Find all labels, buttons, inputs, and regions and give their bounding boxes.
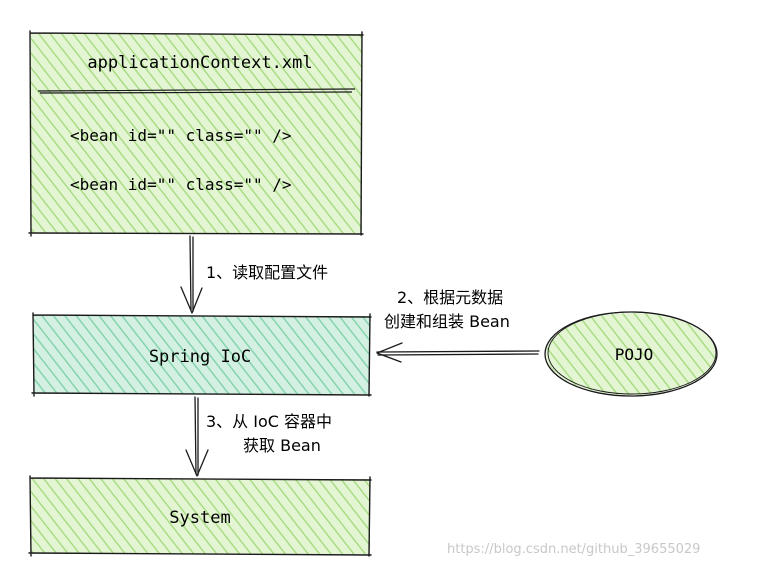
assemble-label-line-1: 2、根据元数据	[397, 288, 503, 307]
read-config-label: 1、读取配置文件	[206, 263, 328, 282]
config-file-box: applicationContext.xml <bean id="" class…	[28, 30, 364, 237]
config-divider	[37, 88, 356, 94]
config-file-title: applicationContext.xml	[87, 53, 312, 73]
spring-ioc-box: Spring IoC	[31, 312, 372, 397]
assemble-arrow	[376, 342, 540, 363]
watermark-text: https://blog.csdn.net/github_39655029	[447, 542, 700, 557]
bean-definition-line-2: <bean id="" class="" />	[70, 175, 292, 194]
get-bean-label-line-1: 3、从 IoC 容器中	[206, 412, 332, 431]
get-bean-label-line-2: 获取 Bean	[243, 436, 321, 455]
pojo-label: POJO	[615, 345, 654, 364]
get-bean-arrow	[185, 396, 209, 477]
system-box: System	[28, 475, 372, 557]
bean-definition-line-1: <bean id="" class="" />	[70, 126, 292, 145]
spring-ioc-label: Spring IoC	[149, 347, 251, 367]
assemble-label-line-2: 创建和组装 Bean	[384, 312, 510, 331]
read-config-arrow	[180, 235, 203, 314]
pojo-ellipse: POJO	[544, 311, 718, 397]
system-label: System	[169, 508, 230, 528]
